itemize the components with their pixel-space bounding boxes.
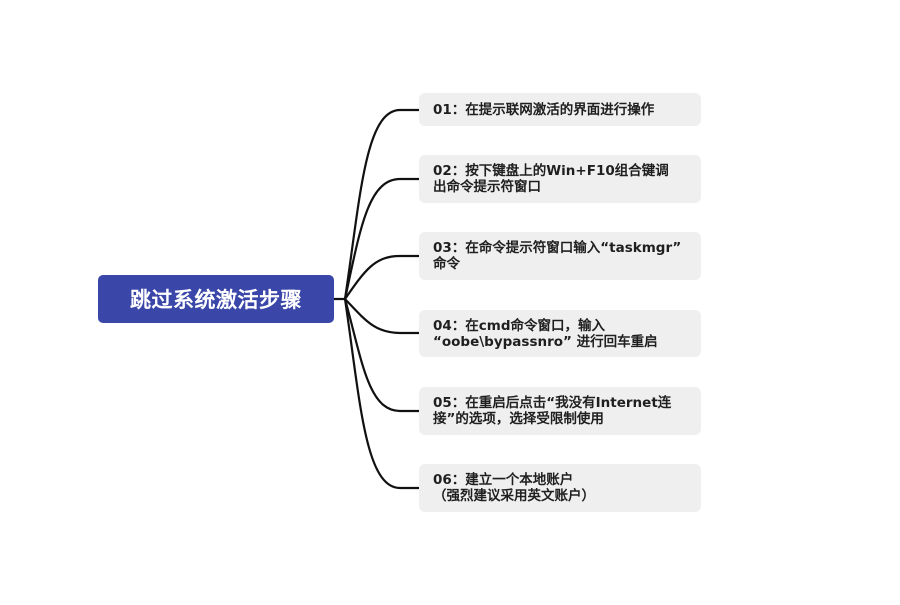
root-topic-label: 跳过系统激活步骤 (130, 288, 302, 312)
step-node-06[interactable]: 06：建立一个本地账户 （强烈建议采用英文账户） (419, 464, 701, 512)
connector-step-2 (343, 177, 421, 301)
step-node-05[interactable]: 05：在重启后点击“我没有Internet连 接”的选项，选择受限制使用 (419, 387, 701, 435)
root-topic-node[interactable]: 跳过系统激活步骤 (98, 275, 334, 323)
connector-step-6 (343, 297, 421, 490)
connector-step-5 (343, 297, 421, 413)
connector-step-3 (343, 254, 421, 301)
step-label: 03：在命令提示符窗口输入“taskmgr” 命令 (433, 240, 682, 272)
step-label: 02：按下键盘上的Win+F10组合键调 出命令提示符窗口 (433, 163, 669, 195)
step-node-01[interactable]: 01：在提示联网激活的界面进行操作 (419, 93, 701, 126)
connector-step-1 (343, 108, 421, 301)
step-label: 04：在cmd命令窗口，输入 “oobe\bypassnro” 进行回车重启 (433, 317, 658, 350)
step-label: 01：在提示联网激活的界面进行操作 (433, 101, 655, 118)
step-node-02[interactable]: 02：按下键盘上的Win+F10组合键调 出命令提示符窗口 (419, 155, 701, 203)
step-label: 06：建立一个本地账户 （强烈建议采用英文账户） (433, 472, 595, 504)
step-node-03[interactable]: 03：在命令提示符窗口输入“taskmgr” 命令 (419, 232, 701, 280)
step-label: 05：在重启后点击“我没有Internet连 接”的选项，选择受限制使用 (433, 395, 672, 427)
connector-step-4 (343, 297, 421, 335)
step-node-04[interactable]: 04：在cmd命令窗口，输入 “oobe\bypassnro” 进行回车重启 (419, 310, 701, 357)
